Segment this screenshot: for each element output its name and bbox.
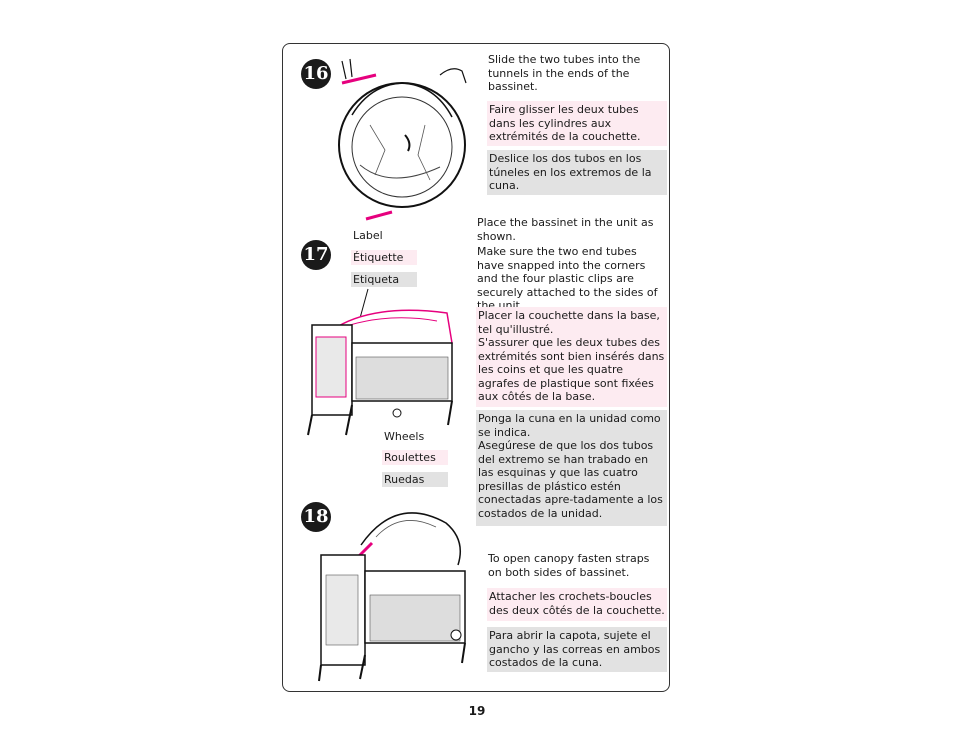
step17-text-fr-2: S'assurer que les deux tubes des extrémi…	[478, 336, 665, 404]
step17-text-es-2: Asegúrese de que los dos tubos del extre…	[478, 439, 665, 520]
step16-text-en: Slide the two tubes into the tunnels in …	[488, 53, 660, 94]
bassinet-tubes-illustration	[330, 55, 480, 225]
step18-text-es: Para abrir la capota, sujete el gancho y…	[487, 627, 667, 672]
wheels-callout-es: Ruedas	[382, 472, 448, 487]
page-number: 19	[0, 704, 954, 718]
step17-text-en-1: Place the bassinet in the unit as shown.	[477, 216, 665, 243]
label-callout-fr: Étiquette	[351, 250, 417, 265]
playard-canopy-illustration	[316, 495, 472, 685]
wheels-callout-en: Wheels	[382, 429, 448, 444]
step-number-17: 17	[301, 240, 331, 270]
step16-text-fr: Faire glisser les deux tubes dans les cy…	[487, 101, 667, 146]
step16-text-es: Deslice los dos tubos en los túneles en …	[487, 150, 667, 195]
playard-bassinet-illustration	[302, 285, 472, 445]
step-number-16: 16	[301, 59, 331, 89]
step18-text-en: To open canopy fasten straps on both sid…	[488, 552, 666, 579]
step17-text-fr: Placer la couchette dans la base, tel qu…	[476, 307, 667, 407]
step17-text-es: Ponga la cuna en la unidad como se indic…	[476, 410, 667, 526]
step17-text-fr-1: Placer la couchette dans la base, tel qu…	[478, 309, 665, 336]
step17-text-es-1: Ponga la cuna en la unidad como se indic…	[478, 412, 665, 439]
step18-text-fr: Attacher les crochets-boucles des deux c…	[487, 588, 667, 621]
step17-text-en-2: Make sure the two end tubes have snapped…	[477, 245, 665, 313]
label-callout-en: Label	[351, 228, 417, 243]
wheels-callout-fr: Roulettes	[382, 450, 448, 465]
